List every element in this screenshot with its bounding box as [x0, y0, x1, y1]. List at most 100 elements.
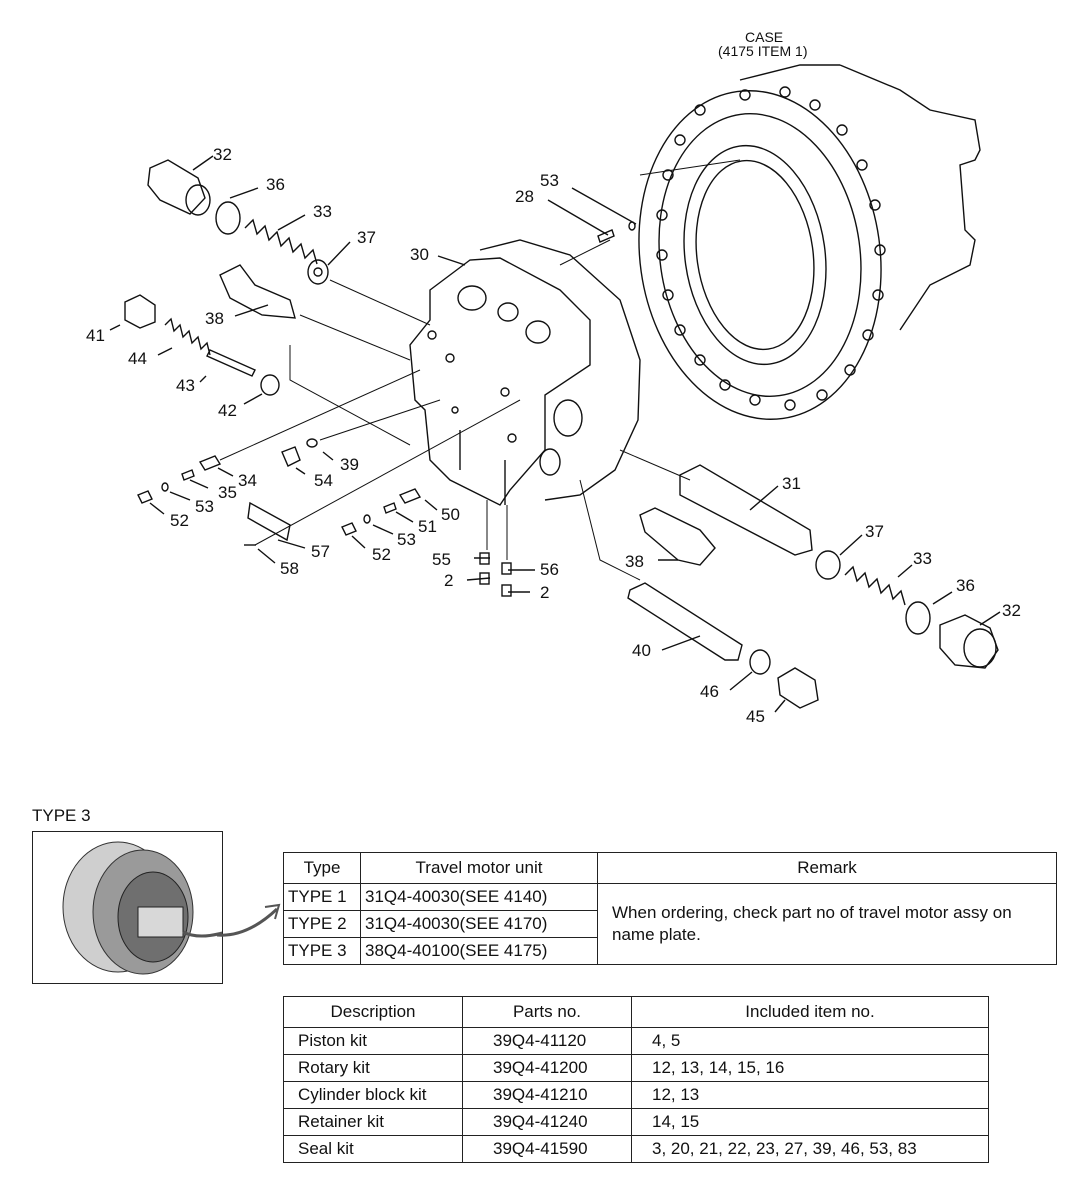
- part-cell: 39Q4-41210: [462, 1081, 632, 1109]
- items-cell: 4, 5: [631, 1027, 989, 1055]
- part-cell: 39Q4-41590: [462, 1135, 632, 1163]
- callout-37-bottom: 37: [865, 522, 884, 541]
- callout-34: 34: [238, 471, 257, 490]
- unit-cell: 38Q4-40100(SEE 4175): [360, 937, 598, 965]
- kit-table-header: Description Parts no. Included item no.: [283, 996, 989, 1028]
- o-ring-39: [306, 438, 318, 448]
- callout-44: 44: [128, 349, 147, 368]
- plug-54: [281, 446, 301, 467]
- exploded-parts-diagram: CASE (4175 ITEM 1) 32 36 33 37 53 28 30 …: [86, 29, 1021, 726]
- o-ring-36-bottom: [905, 601, 931, 635]
- callout-56: 56: [540, 560, 559, 579]
- washer-42: [260, 374, 280, 396]
- spring-33-top: [244, 218, 318, 265]
- items-cell: 14, 15: [631, 1108, 989, 1136]
- washer-37-bottom: [815, 550, 841, 580]
- items-cell: 12, 13: [631, 1081, 989, 1109]
- desc-cell: Retainer kit: [283, 1108, 463, 1136]
- callout-58: 58: [280, 559, 299, 578]
- callout-51: 51: [418, 517, 437, 536]
- callout-35: 35: [218, 483, 237, 502]
- table-row: Cylinder block kit 39Q4-41210 12, 13: [283, 1081, 989, 1109]
- spool-31: [679, 464, 813, 556]
- plug-41: [124, 294, 156, 329]
- plug-52-mid: [341, 522, 357, 536]
- callout-40: 40: [632, 641, 651, 660]
- callout-32-top: 32: [213, 145, 232, 164]
- callout-53-top: 53: [540, 171, 559, 190]
- desc-cell: Rotary kit: [283, 1054, 463, 1082]
- header-included-items: Included item no.: [631, 996, 989, 1028]
- callout-2-right: 2: [540, 583, 549, 602]
- type-cell: TYPE 2: [283, 910, 361, 938]
- valve-38-top: [219, 264, 296, 319]
- desc-cell: Piston kit: [283, 1027, 463, 1055]
- spring-33-bottom: [844, 565, 906, 606]
- callout-55: 55: [432, 550, 451, 569]
- plug-56: [501, 562, 512, 575]
- desc-cell: Seal kit: [283, 1135, 463, 1163]
- callout-52-mid: 52: [372, 545, 391, 564]
- callout-54: 54: [314, 471, 333, 490]
- table-row: TYPE 3 38Q4-40100(SEE 4175): [283, 937, 1057, 965]
- desc-cell: Cylinder block kit: [283, 1081, 463, 1109]
- table-row: Rotary kit 39Q4-41200 12, 13, 14, 15, 16: [283, 1054, 989, 1082]
- part-cell: 39Q4-41120: [462, 1027, 632, 1055]
- plug-45: [777, 667, 819, 709]
- type-3-thumbnail: [32, 831, 259, 984]
- type-3-label: TYPE 3: [32, 806, 91, 825]
- callout-36-bottom: 36: [956, 576, 975, 595]
- callout-50: 50: [441, 505, 460, 524]
- callout-42: 42: [218, 401, 237, 420]
- callout-36-top: 36: [266, 175, 285, 194]
- items-cell: 3, 20, 21, 22, 23, 27, 39, 46, 53, 83: [631, 1135, 989, 1163]
- o-ring-36-top: [215, 201, 241, 235]
- unit-cell: 31Q4-40030(SEE 4170): [360, 910, 598, 938]
- table-row: Retainer kit 39Q4-41240 14, 15: [283, 1108, 989, 1136]
- callout-2-left: 2: [444, 571, 453, 590]
- type-table-header: Type Travel motor unit Remark: [283, 852, 1057, 884]
- valve-38-bottom: [639, 507, 716, 566]
- plug-32-top: [147, 159, 211, 216]
- callout-28: 28: [515, 187, 534, 206]
- callout-33-bottom: 33: [913, 549, 932, 568]
- header-description: Description: [283, 996, 463, 1028]
- table-row: TYPE 1 31Q4-40030(SEE 4140) When orderin…: [283, 883, 1057, 965]
- callout-39: 39: [340, 455, 359, 474]
- callout-43: 43: [176, 376, 195, 395]
- callout-52-left: 52: [170, 511, 189, 530]
- callout-31: 31: [782, 474, 801, 493]
- callout-30: 30: [410, 245, 429, 264]
- case-label-line2: (4175 ITEM 1): [718, 43, 807, 59]
- header-travel-motor-unit: Travel motor unit: [360, 852, 598, 884]
- case-label-line1: CASE: [745, 29, 783, 45]
- plug-32-bottom: [939, 614, 999, 669]
- callout-53-mid: 53: [397, 530, 416, 549]
- callout-45: 45: [746, 707, 765, 726]
- pin-28: [597, 229, 615, 243]
- plug-35: [181, 469, 195, 481]
- washer-37-top: [307, 259, 329, 285]
- remark-cell: When ordering, check part no of travel m…: [597, 883, 1057, 965]
- plug-51: [383, 502, 397, 514]
- name-plate-57: [247, 501, 291, 542]
- unit-cell: 31Q4-40030(SEE 4140): [360, 883, 598, 911]
- header-type: Type: [283, 852, 361, 884]
- items-cell: 12, 13, 14, 15, 16: [631, 1054, 989, 1082]
- o-ring-53-mid: [363, 514, 371, 524]
- case-part: [638, 64, 981, 420]
- type-cell: TYPE 1: [283, 883, 361, 911]
- plug-52-left: [137, 490, 153, 504]
- type-cell: TYPE 3: [283, 937, 361, 965]
- valve-body-30: [409, 239, 641, 506]
- header-remark: Remark: [597, 852, 1057, 884]
- callout-33-top: 33: [313, 202, 332, 221]
- pin-43: [206, 349, 256, 377]
- callout-53-left: 53: [195, 497, 214, 516]
- callout-57: 57: [311, 542, 330, 561]
- part-cell: 39Q4-41200: [462, 1054, 632, 1082]
- callout-38-top: 38: [205, 309, 224, 328]
- type-table: Type Travel motor unit Remark TYPE 1 31Q…: [283, 852, 1057, 965]
- header-parts-no: Parts no.: [462, 996, 632, 1028]
- o-ring-46: [749, 649, 771, 675]
